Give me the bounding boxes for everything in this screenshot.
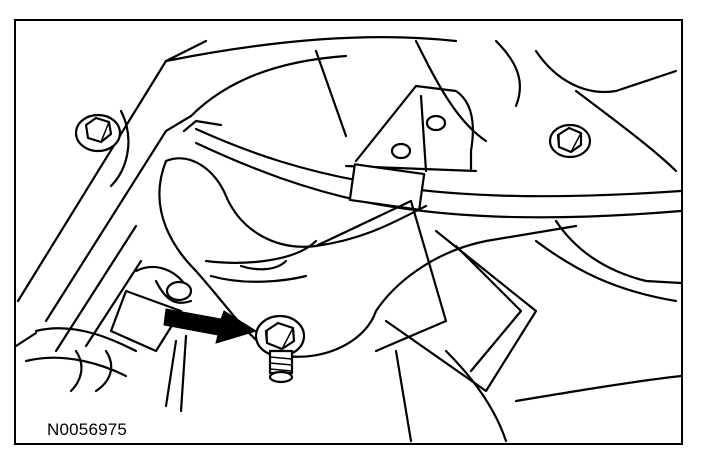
lower-control-arm xyxy=(158,157,578,358)
left-frame-rail xyxy=(16,39,208,353)
link-assembly xyxy=(16,265,193,413)
figure-reference-id: N0056975 xyxy=(47,420,128,439)
upper-right-bolt-icon xyxy=(548,123,592,159)
stabilizer-bar xyxy=(182,119,681,219)
illustration-frame: N0056975 xyxy=(14,19,683,445)
arrow-indicator-icon xyxy=(163,308,258,344)
bolt-icon xyxy=(254,314,306,384)
body-panel xyxy=(164,35,678,173)
upper-left-bolt-icon xyxy=(74,113,122,153)
mounting-bracket xyxy=(344,84,478,173)
technical-illustration xyxy=(16,35,681,443)
frame-crossmember xyxy=(384,219,681,443)
